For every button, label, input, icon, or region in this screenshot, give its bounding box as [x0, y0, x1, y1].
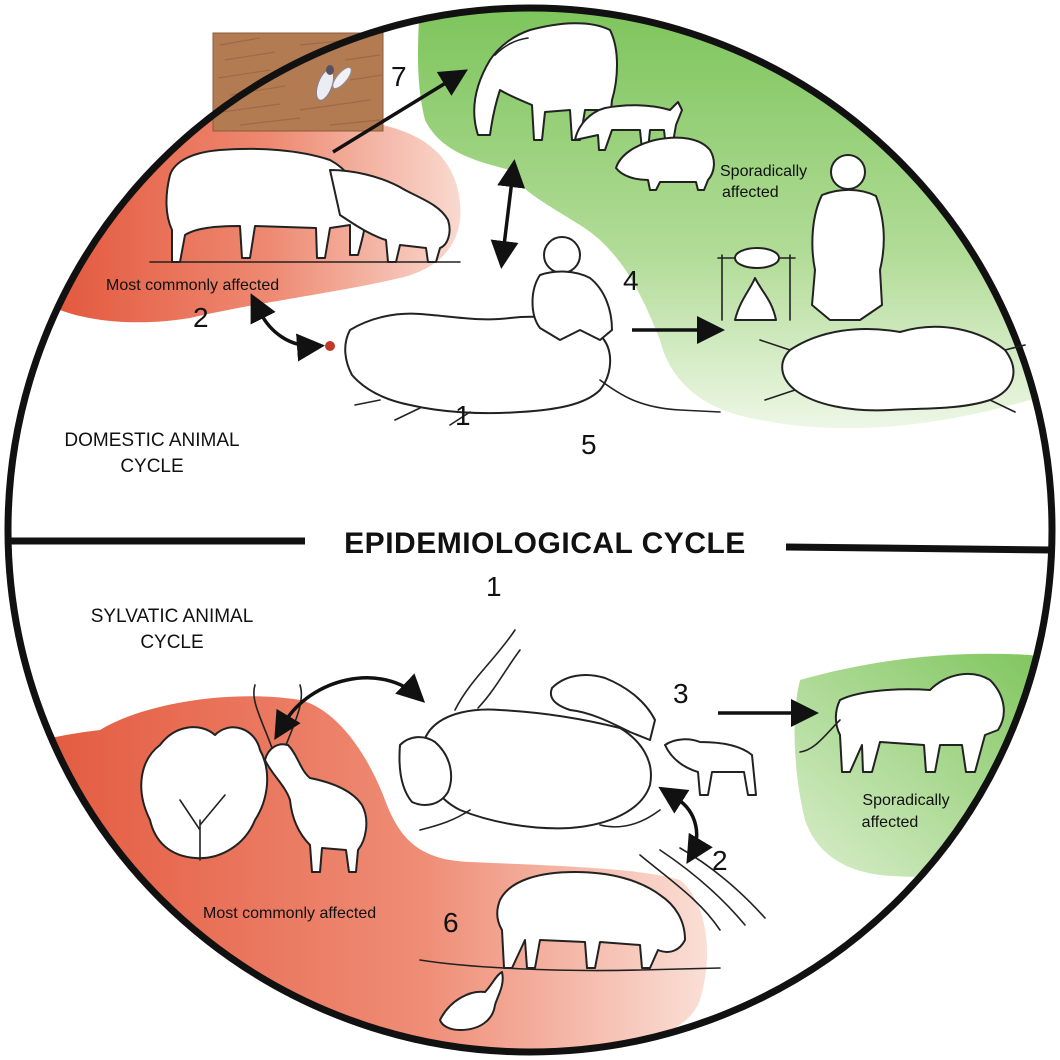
number-sylvatic-top: 1 [486, 571, 502, 602]
sylvatic-sporadic-label-line2: affected [862, 814, 919, 831]
domestic-cycle-label-line2: CYCLE [120, 456, 183, 477]
arrow-fly-to-horse [332, 69, 468, 154]
number-water: 2 [712, 845, 728, 876]
diagram-title: EPIDEMIOLOGICAL CYCLE [344, 527, 746, 560]
hide-sketch [759, 325, 1026, 413]
roasting-fire-sketch [717, 247, 796, 321]
number-buffalo: 6 [443, 907, 459, 938]
divider-right [785, 543, 1053, 554]
carcass-cow-sketch [325, 312, 721, 426]
pig-sketch [615, 136, 715, 191]
dead-kudu-sketch [419, 629, 661, 831]
sylvatic-cycle-label-line1: SYLVATIC ANIMAL [91, 606, 254, 627]
water-bird-sketch [439, 971, 504, 1031]
arrow-horse-cattle-carcass [490, 159, 526, 269]
fly-icon [315, 65, 352, 101]
arrow-cattle-carcass [250, 293, 325, 362]
bush-sketch [140, 726, 269, 861]
vulture-sketch [398, 736, 453, 806]
fly-photo-inset [212, 32, 384, 132]
domestic-sporadic-label-line1: Sporadically [720, 163, 807, 180]
jackal-sketch [664, 738, 757, 796]
cattle-sketch [149, 147, 461, 263]
sylvatic-most-affected-label: Most commonly affected [203, 905, 376, 922]
lion-sketch [799, 672, 1005, 773]
outer-circle [4, 4, 1056, 1056]
arrow-kudu-to-carcass [274, 673, 426, 741]
number-man: 4 [623, 265, 639, 296]
domestic-most-affected-label: Most commonly affected [106, 277, 279, 294]
number-carcass: 1 [455, 400, 471, 431]
hyena-sketch [550, 674, 656, 741]
sylvatic-sporadic-label-line1: Sporadically [862, 792, 949, 809]
horse-sketch [473, 22, 618, 141]
seated-man-sketch [811, 154, 885, 321]
fur-texture [217, 37, 383, 126]
number-fly: 7 [391, 61, 407, 92]
arrow-carcass-to-water [658, 786, 713, 865]
number-scavengers: 3 [673, 678, 689, 709]
domestic-cycle-label-line1: DOMESTIC ANIMAL [64, 430, 239, 451]
sylvatic-cycle-label-line2: CYCLE [140, 632, 203, 653]
buffalo-sketch [419, 871, 721, 972]
number-domestic-cattle: 2 [193, 302, 209, 333]
domestic-sporadic-label-line2: affected [722, 184, 779, 201]
man-kneeling-sketch [531, 236, 613, 341]
number-blood: 5 [581, 429, 597, 460]
